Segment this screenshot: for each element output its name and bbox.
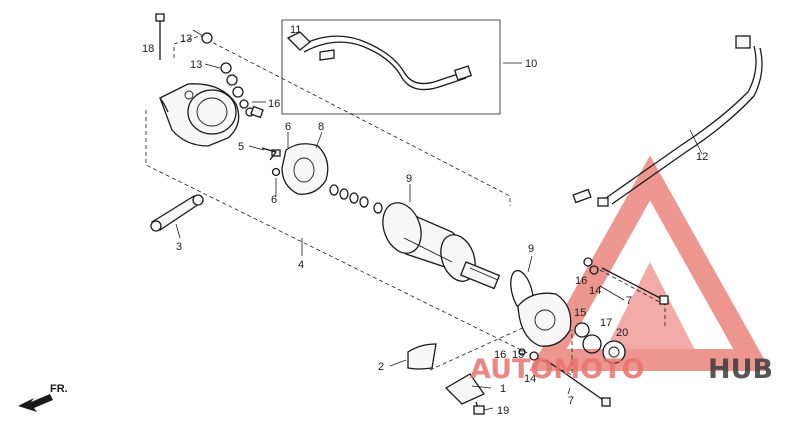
callout-9-oring: 9	[528, 243, 534, 255]
watermark-logo	[529, 155, 771, 371]
callout-labels: 18 13 13 16 5 6 6 8 9 9 3 4 2 1 19 11 10…	[50, 24, 708, 417]
mounting-bracket	[444, 373, 485, 415]
callout-9-armature: 9	[406, 173, 412, 185]
callout-2: 2	[378, 361, 384, 373]
callout-11: 11	[290, 24, 301, 36]
callout-6-upper: 6	[285, 121, 291, 133]
watermark-text-automoto: AUTOMOTO	[470, 354, 645, 385]
washer-stack	[201, 32, 264, 119]
leader-lines	[175, 29, 703, 411]
callout-16-top: 16	[268, 98, 280, 110]
callout-1: 1	[500, 383, 506, 395]
ground-cable	[572, 35, 763, 207]
callout-7-upper: 7	[626, 295, 632, 307]
callout-6-lower: 6	[271, 194, 277, 206]
callout-3: 3	[176, 241, 182, 253]
callout-14-upper: 14	[589, 285, 601, 297]
brush-holder-plate	[261, 143, 329, 195]
front-direction-label: FR.	[50, 383, 68, 395]
stay-bracket	[150, 194, 204, 232]
terminal-cap	[286, 31, 311, 51]
callout-15-lower: 15	[512, 349, 524, 361]
shim-washers	[329, 184, 383, 214]
callout-20: 20	[616, 327, 628, 339]
callout-10: 10	[525, 58, 537, 70]
motor-armature	[382, 202, 501, 290]
callout-7-lower: 7	[568, 395, 574, 407]
reference-frames	[145, 19, 666, 376]
callout-8: 8	[318, 121, 324, 133]
callout-13-second: 13	[190, 59, 202, 71]
callout-19: 19	[497, 405, 509, 417]
callout-13-top: 13	[180, 33, 192, 45]
brush-block	[407, 343, 437, 370]
front-direction-arrow	[18, 394, 53, 412]
through-bolts	[545, 267, 669, 407]
callout-16-lower: 16	[494, 349, 506, 361]
callout-5: 5	[238, 141, 244, 153]
callout-18: 18	[142, 43, 154, 55]
callout-12: 12	[696, 151, 708, 163]
callout-17: 17	[600, 317, 612, 329]
callout-14-lower: 14	[524, 373, 536, 385]
watermark-text-hub: HUB	[708, 354, 773, 385]
callout-4: 4	[298, 259, 304, 271]
bolt-washers	[518, 257, 599, 361]
starter-cable	[299, 35, 473, 91]
callout-15-upper: 15	[574, 307, 586, 319]
rear-gear-housing	[517, 292, 626, 364]
starter-front-cover	[159, 83, 240, 147]
bolt-18	[155, 13, 165, 60]
callout-16-mid: 16	[575, 275, 587, 287]
watermark-text: AUTOMOTO HUB	[470, 354, 773, 385]
